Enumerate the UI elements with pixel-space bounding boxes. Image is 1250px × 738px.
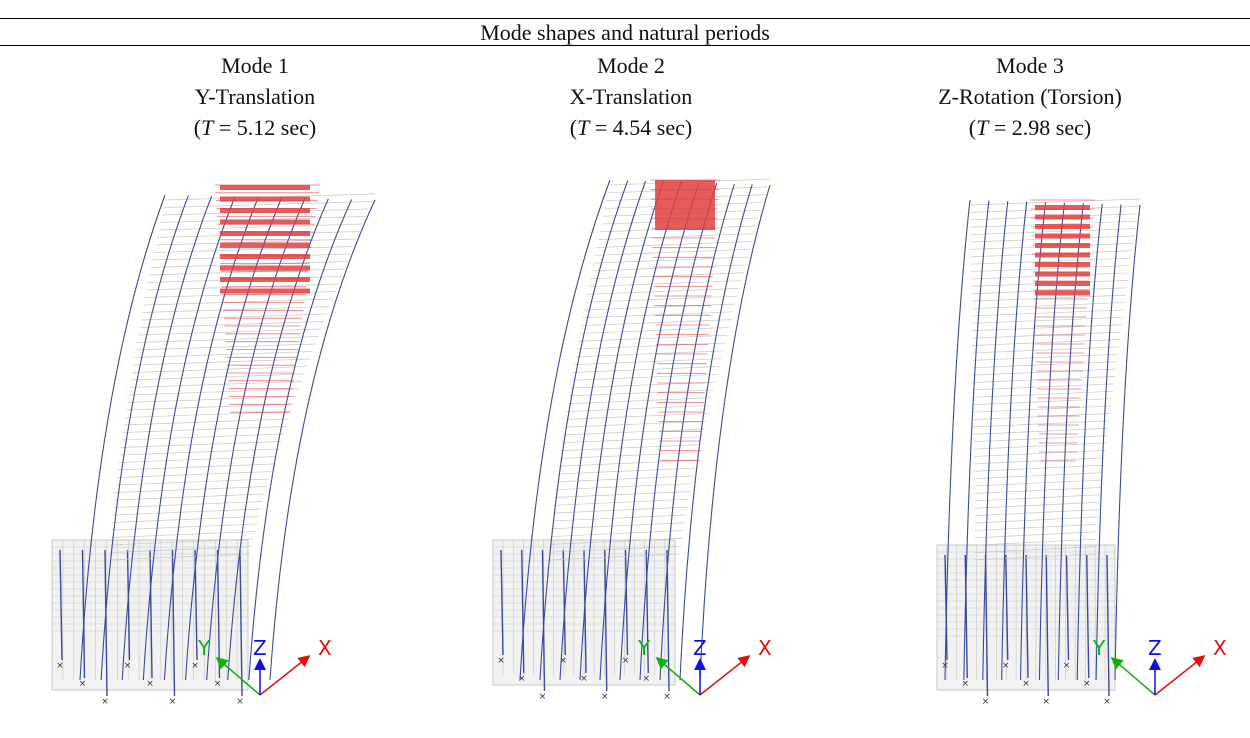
svg-text:×: × (79, 679, 87, 689)
axis-z-label: Z (1148, 636, 1162, 660)
mode-3-axes-triad: X Y Z (1092, 636, 1227, 696)
table-title: Mode shapes and natural periods (480, 20, 770, 45)
svg-text:×: × (539, 692, 547, 702)
mode-2-label: Mode 2 (597, 53, 665, 78)
axis-x-label: X (318, 636, 332, 660)
axis-y-label: Y (637, 636, 651, 660)
mode-1-period: (T = 5.12 sec) (193, 115, 317, 140)
svg-text:×: × (191, 661, 199, 671)
mode-1-caption: Mode 1 Y-Translation (T = 5.12 sec) (50, 50, 460, 143)
svg-text:×: × (169, 697, 177, 707)
svg-text:×: × (518, 674, 526, 684)
table-top-rule (0, 18, 1250, 19)
svg-text:×: × (1063, 661, 1071, 671)
svg-text:×: × (601, 692, 609, 702)
mode-2-podium: × × × × × × × × × (492, 539, 676, 702)
svg-text:×: × (663, 692, 671, 702)
axis-y-label: Y (197, 636, 211, 660)
mode-3-shape: Z-Rotation (Torsion) (938, 84, 1122, 109)
axis-z-label: Z (253, 636, 267, 660)
svg-text:×: × (982, 697, 990, 707)
mode-2-period: (T = 4.54 sec) (569, 115, 693, 140)
svg-text:×: × (101, 697, 109, 707)
axis-z-label: Z (693, 636, 707, 660)
mode-1-building: × × × × × × × × × (51, 184, 376, 707)
svg-text:×: × (56, 661, 64, 671)
mode-3-podium: ××××××××× (936, 544, 1116, 707)
svg-text:×: × (497, 656, 505, 666)
svg-text:×: × (559, 656, 567, 666)
axis-y-label: Y (1092, 636, 1106, 660)
mode-3-building: ××××××××× (936, 198, 1141, 707)
axis-x-label: X (758, 636, 772, 660)
table-header-rule (0, 45, 1250, 46)
svg-text:×: × (124, 661, 132, 671)
mode-2-core-deformation (650, 179, 720, 461)
svg-text:×: × (580, 674, 588, 684)
mode-3-label: Mode 3 (996, 53, 1064, 78)
mode-3-period: (T = 2.98 sec) (968, 115, 1092, 140)
svg-text:×: × (1042, 697, 1050, 707)
mode-1-axes-triad: X Y Z (197, 636, 332, 696)
svg-text:×: × (1022, 679, 1030, 689)
mode-1-core-deformation (215, 184, 320, 413)
svg-text:×: × (214, 679, 222, 689)
svg-text:×: × (236, 697, 244, 707)
mode-2-tower (519, 178, 771, 681)
mode-2-axes-triad: X Y Z (637, 636, 772, 696)
svg-text:×: × (961, 679, 969, 689)
svg-text:×: × (622, 656, 630, 666)
svg-text:×: × (146, 679, 154, 689)
mode-2-building: × × × × × × × × × (492, 178, 771, 702)
svg-text:×: × (1002, 661, 1010, 671)
mode-2-caption: Mode 2 X-Translation (T = 4.54 sec) (426, 50, 836, 143)
mode-1-podium: × × × × × × × × × (51, 539, 249, 707)
mode-2-shape: X-Translation (569, 84, 693, 109)
svg-text:×: × (642, 674, 650, 684)
mode-1-shape: Y-Translation (194, 84, 316, 109)
svg-text:×: × (1083, 679, 1091, 689)
axis-x-label: X (1213, 636, 1227, 660)
mode-3-caption: Mode 3 Z-Rotation (Torsion) (T = 2.98 se… (825, 50, 1235, 143)
mode-3-tower (944, 198, 1141, 681)
mode-1-label: Mode 1 (221, 53, 289, 78)
mode-3-core-deformation (1030, 199, 1095, 462)
svg-text:×: × (1103, 697, 1111, 707)
